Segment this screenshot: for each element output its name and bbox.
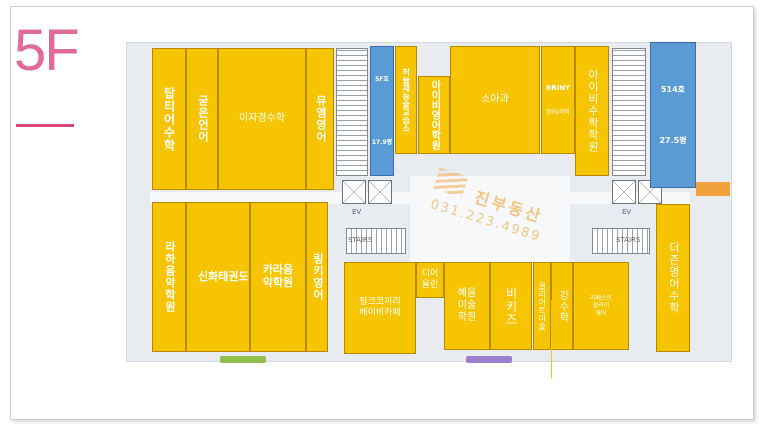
room-label: 카라음악학원	[262, 263, 294, 289]
room-label: 뮤엠영어	[314, 95, 328, 143]
room-number: 5F호	[375, 75, 389, 83]
room-area: 17.9평	[371, 139, 393, 146]
room-kara-music[interactable]: 카라음악학원	[250, 202, 306, 352]
room-number: 514호	[660, 84, 686, 94]
room-label: 링키영어	[311, 253, 325, 301]
room-pediatrics[interactable]: 소아과	[450, 46, 540, 154]
room-myum-english[interactable]: 뮤엠영어	[306, 48, 334, 190]
purple-badge	[466, 356, 512, 363]
orange-marker	[696, 182, 730, 196]
room-label: 허늘재능술교습소	[401, 68, 411, 132]
room-label: 소아과	[481, 94, 509, 106]
room-label: 라하음악학원	[163, 241, 177, 313]
room-label: 라페스트 클라이 영어	[589, 295, 613, 317]
room-shinhwa-taekwondo[interactable]: 신화태권도	[186, 202, 250, 352]
room-lafest-english[interactable]: 라페스트 클라이 영어	[573, 262, 629, 350]
room-label: 핑크코끼리 베이비카페	[359, 297, 401, 318]
room-label: 비키즈	[504, 286, 519, 326]
room-laha-music[interactable]: 라하음악학원	[152, 202, 186, 352]
room-taptier-math[interactable]: 탑티어수학	[152, 48, 186, 190]
room-dear-olin[interactable]: 디어 올린	[416, 262, 444, 298]
room-bikiz[interactable]: 비키즈	[490, 262, 532, 350]
elevator-1	[342, 180, 366, 204]
ev-label-west: EV	[352, 208, 362, 216]
room-deojon-english-math[interactable]: 더존영어수학	[656, 204, 690, 352]
room-aibi-math[interactable]: 아이비수학학원	[575, 46, 609, 176]
corridor-center	[410, 176, 570, 262]
room-label: BRINY	[545, 84, 571, 93]
room-pink-elephant-cafe[interactable]: 핑크코끼리 베이비카페	[344, 262, 416, 354]
vacant-room-514[interactable]: 514호 27.5평	[650, 42, 696, 188]
room-gang-math[interactable]: 강수학	[551, 262, 573, 350]
room-label: 신화태권도	[198, 269, 249, 283]
room-label: 더존영어수학	[667, 242, 681, 314]
green-badge	[220, 356, 266, 363]
room-sublabel: 영어/과학	[545, 108, 571, 116]
stairs-north-east	[612, 48, 646, 176]
room-rinky-english[interactable]: 링키영어	[306, 202, 328, 352]
room-label: 클리어트미술	[537, 282, 547, 330]
room-label: 혜윰 미술 학원	[457, 288, 477, 323]
stairs-west	[346, 228, 406, 254]
floor-label: 5F	[14, 18, 80, 83]
room-haneul-art[interactable]: 허늘재능술교습소	[395, 46, 417, 154]
elevator-3	[612, 180, 636, 204]
room-ija-math[interactable]: 이자경수학	[218, 48, 306, 190]
room-label: 아이비수학학원	[586, 69, 600, 153]
stairs-label-west: STAIRS	[348, 236, 373, 244]
room-hyeyum-art[interactable]: 혜윰 미술 학원	[444, 262, 490, 350]
room-label: 디어 올린	[421, 269, 439, 290]
ev-label-east: EV	[622, 208, 632, 216]
guide-line	[551, 300, 552, 378]
room-briny[interactable]: BRINY 영어/과학	[541, 46, 575, 154]
vacant-room-5f[interactable]: 5F호 17.9평	[370, 46, 394, 176]
room-clear-art[interactable]: 클리어트미술	[533, 262, 551, 350]
room-aibi-english[interactable]: 아이비영어학원	[418, 76, 450, 154]
room-label: 강수학	[556, 289, 568, 323]
room-label: 아이비영어학원	[428, 80, 440, 150]
stairs-east	[592, 228, 650, 254]
room-label: 탑티어수학	[162, 86, 177, 152]
stairs-north-west	[336, 48, 368, 176]
room-label: 굳은언어	[196, 95, 210, 143]
elevator-2	[368, 180, 392, 204]
room-gureun-language[interactable]: 굳은언어	[186, 48, 218, 190]
stairs-label-east: STAIRS	[616, 236, 641, 244]
room-area: 27.5평	[659, 136, 687, 145]
room-label: 이자경수학	[239, 113, 285, 125]
floor-label-underline	[16, 124, 74, 127]
